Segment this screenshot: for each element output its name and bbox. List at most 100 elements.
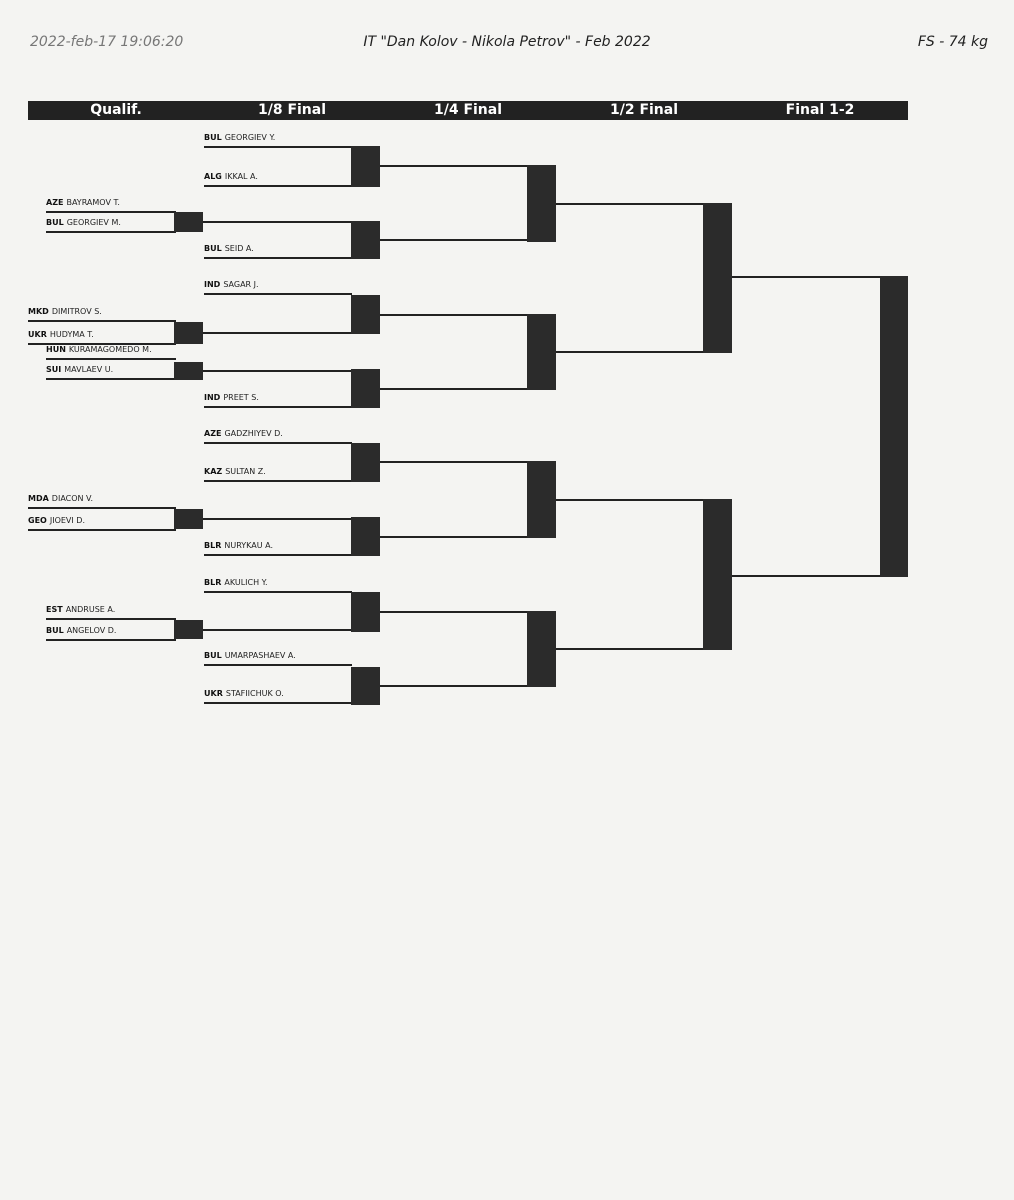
wrestler-name: NURYKAU A. (224, 541, 273, 550)
qf-bout-4 (527, 611, 556, 687)
sf-advance-line (732, 276, 881, 278)
round-1-4-final: 1/4 Final (433, 102, 503, 118)
qf-advance-line (556, 499, 704, 501)
country-code: SUI (46, 365, 62, 374)
qualif-bout-4 (174, 509, 203, 529)
round-header-bar: Qualif. 1/8 Final 1/4 Final 1/2 Final Fi… (28, 101, 908, 120)
r16-bout-2 (351, 221, 380, 259)
wrestler-name: HUDYMA T. (49, 330, 94, 339)
r16-bout-4 (351, 369, 380, 408)
wrestler-name: PREET S. (223, 393, 259, 402)
country-code: IND (204, 393, 221, 402)
wrestler-name: GEORGIEV M. (66, 218, 121, 227)
wrestler-name: DIMITROV S. (51, 307, 102, 316)
wrestler-name: GADZHIYEV D. (224, 429, 283, 438)
sf-advance-line (732, 575, 881, 577)
qf-advance-line (556, 648, 704, 650)
country-code: BLR (204, 541, 222, 550)
country-code: GEO (28, 516, 47, 525)
qualif-bout-3 (174, 362, 203, 380)
wrestler-name: ANGELOV D. (66, 626, 117, 635)
qualif-bout-2 (174, 322, 203, 344)
qf-advance-line (556, 351, 704, 353)
country-code: EST (46, 605, 63, 614)
country-code: HUN (46, 345, 66, 354)
sf-bout-2 (703, 499, 732, 650)
r16-bout-6 (351, 517, 380, 556)
wrestler-name: BAYRAMOV T. (66, 198, 120, 207)
r16-bout-5 (351, 443, 380, 482)
qualif-advance-line (203, 370, 352, 372)
country-code: BUL (204, 244, 222, 253)
r16-bout-3 (351, 295, 380, 334)
country-code: BUL (204, 651, 222, 660)
qf-bout-1 (527, 165, 556, 242)
qualif-advance-line (203, 221, 352, 223)
wrestler-name: STAFIICHUK O. (225, 689, 284, 698)
wrestler-name: DIACON V. (51, 494, 94, 503)
wrestler-name: SULTAN Z. (225, 467, 266, 476)
event-title: IT "Dan Kolov - Nikola Petrov" - Feb 202… (363, 34, 651, 50)
wrestler-name: UMARPASHAEV A. (224, 651, 296, 660)
weight-category: FS - 74 kg (917, 34, 988, 50)
country-code: ALG (204, 172, 222, 181)
wrestler-name: AKULICH Y. (224, 578, 268, 587)
wrestler-name: SAGAR J. (223, 280, 259, 289)
wrestler-name: GEORGIEV Y. (224, 133, 276, 142)
country-code: BUL (46, 218, 64, 227)
qualif-advance-line (203, 518, 352, 520)
r16-bout-8 (351, 667, 380, 705)
country-code: UKR (28, 330, 47, 339)
r16-advance-line (380, 314, 528, 316)
wrestler-name: MAVLAEV U. (64, 365, 114, 374)
sf-bout-1 (703, 203, 732, 353)
country-code: MDA (28, 494, 49, 503)
country-code: AZE (204, 429, 222, 438)
r16-advance-line (380, 685, 528, 687)
country-code: UKR (204, 689, 223, 698)
wrestler-name: JIOEVI D. (49, 516, 85, 525)
wrestler-name: KURAMAGOMEDO M. (68, 345, 152, 354)
final-bout (880, 276, 908, 577)
qualif-bout-5 (174, 620, 203, 639)
r16-advance-line (380, 388, 528, 390)
country-code: AZE (46, 198, 64, 207)
country-code: MKD (28, 307, 49, 316)
r16-advance-line (380, 611, 528, 613)
qf-bout-3 (527, 461, 556, 538)
r16-advance-line (380, 165, 528, 167)
wrestler-name: ANDRUSE A. (65, 605, 116, 614)
round-1-2-final: 1/2 Final (609, 102, 679, 118)
qualif-advance-line (203, 629, 352, 631)
country-code: BUL (46, 626, 64, 635)
country-code: BUL (204, 133, 222, 142)
wrestler-name: SEID A. (224, 244, 254, 253)
round-1-8-final: 1/8 Final (257, 102, 327, 118)
r16-bout-7 (351, 592, 380, 632)
wrestler-name: IKKAL A. (224, 172, 258, 181)
qualif-bout-1 (174, 212, 203, 232)
r16-advance-line (380, 536, 528, 538)
country-code: IND (204, 280, 221, 289)
